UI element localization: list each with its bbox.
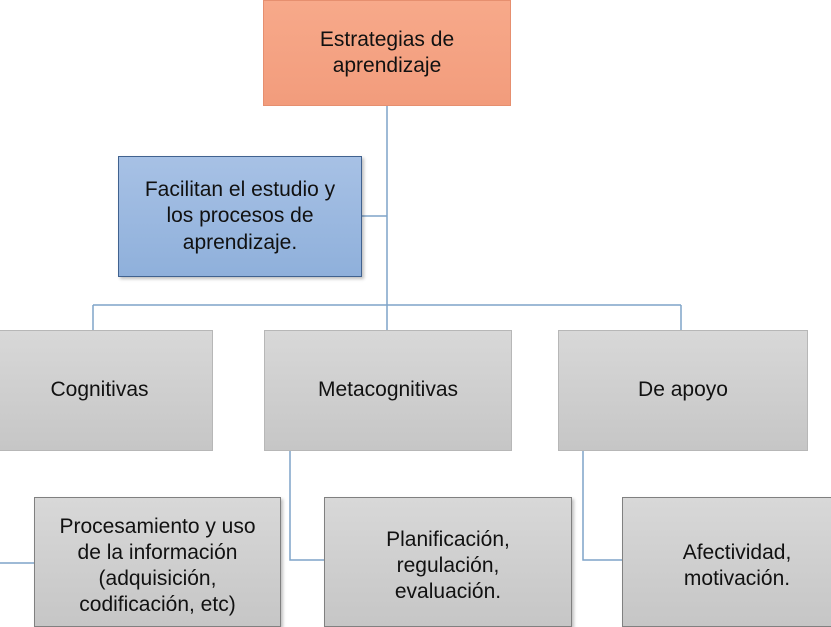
sub-node-procesamiento: Procesamiento y uso de la información (a… [34,497,281,627]
connector-sub3 [582,451,622,561]
category-label: Metacognitivas [317,378,459,402]
category-label: Cognitivas [50,378,149,402]
root-node-label: Estrategias de aprendizaje [319,27,455,77]
root-node-estrategias: Estrategias de aprendizaje [263,0,511,106]
category-node-cognitivas: Cognitivas [0,330,213,451]
category-node-metacognitivas: Metacognitivas [264,330,512,451]
note-node-label: Facilitan el estudio y los procesos de a… [144,178,336,254]
connector-lines [0,106,682,564]
sub-node-label: Planificación, regulación, evaluación. [386,527,510,604]
sub-node-label: Afectividad, motivación. [682,540,792,590]
sub-node-label: Procesamiento y uso de la información (a… [59,514,256,617]
note-node-facilitan: Facilitan el estudio y los procesos de a… [118,156,362,277]
category-node-de-apoyo: De apoyo [558,330,808,451]
connector-sub2 [289,451,324,561]
category-label: De apoyo [638,378,728,402]
sub-node-planificacion: Planificación, regulación, evaluación. [324,497,572,627]
sub-node-afectividad: Afectividad, motivación. [622,497,831,627]
